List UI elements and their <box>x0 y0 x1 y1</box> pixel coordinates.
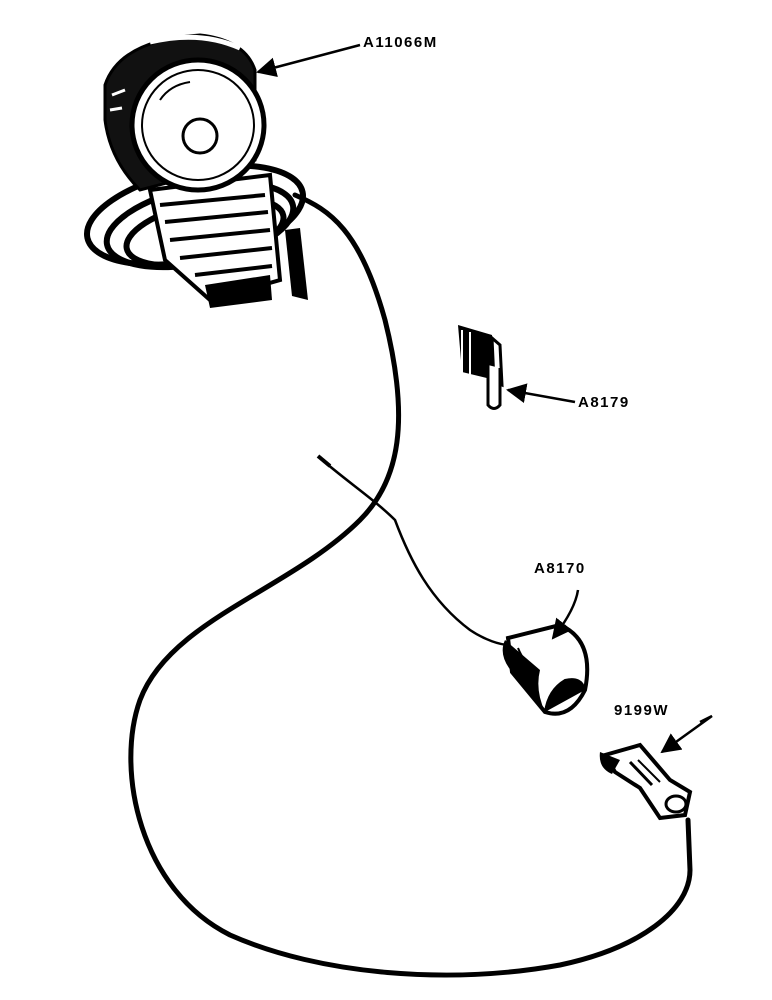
plug-9199w <box>599 742 693 821</box>
leader-lines <box>256 43 713 754</box>
lamp-assembly <box>83 33 308 308</box>
leader-a11066m <box>256 43 361 78</box>
thin-wire <box>319 457 511 647</box>
lamp-bracket <box>147 172 308 308</box>
lamp-lens <box>129 57 267 193</box>
leader-a8170 <box>551 589 580 640</box>
label-a8179: A8179 <box>578 394 630 411</box>
main-cable <box>128 192 693 978</box>
label-a8170: A8170 <box>534 560 586 577</box>
leader-9199w <box>660 714 713 754</box>
leader-a8179 <box>506 383 576 404</box>
connector-a8170 <box>502 622 590 716</box>
clip-a8179 <box>458 325 504 410</box>
wire-tip <box>316 454 332 468</box>
label-9199w: 9199W <box>614 702 670 719</box>
label-a11066m: A11066M <box>363 34 438 51</box>
